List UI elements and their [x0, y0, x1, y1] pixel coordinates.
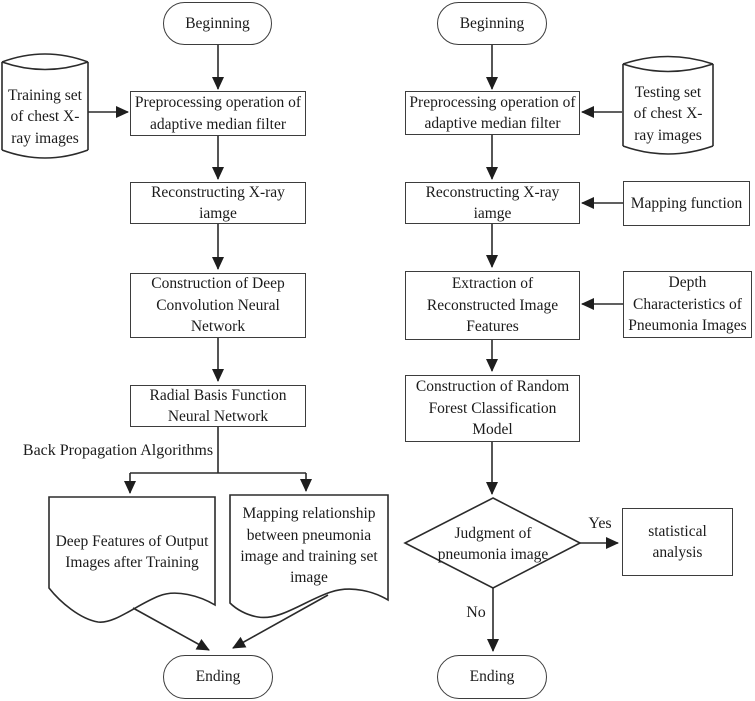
begin-right-terminal: Beginning — [437, 2, 547, 45]
depth-characteristics-box: Depth Characteristics of Pneumonia Image… — [623, 271, 752, 338]
preprocessing-right-box: Preprocessing operation of adaptive medi… — [405, 91, 580, 135]
ending-right-terminal: Ending — [437, 655, 547, 699]
mapping-function-box: Mapping function — [623, 181, 750, 226]
back-propagation-label: Back Propagation Algorithms — [22, 441, 214, 459]
extraction-features-box: Extraction of Reconstructed Image Featur… — [405, 271, 580, 340]
document-deep-features-shape — [48, 496, 216, 623]
yes-branch-label: Yes — [588, 514, 612, 532]
training-set-cylinder — [1, 53, 89, 159]
document-mapping-relationship-shape — [229, 494, 389, 619]
testing-set-cylinder — [622, 55, 714, 155]
no-branch-label: No — [466, 603, 486, 621]
reconstructing-right-box: Reconstructing X-ray iamge — [405, 182, 580, 224]
doc-mapping-relationship-label: Mapping relationship between pneumonia i… — [240, 505, 378, 587]
begin-left-terminal: Beginning — [163, 2, 272, 45]
testing-set-cylinder-label: Testing set of chest X- ray images — [633, 83, 703, 144]
ending-left-terminal: Ending — [163, 655, 273, 699]
doc-deep-features-label: Deep Features of Output Images after Tra… — [55, 532, 209, 571]
judgment-diamond-label: Judgment of pneumonia image — [437, 524, 549, 563]
arrow-doc2-to-ending — [232, 594, 329, 649]
preprocessing-left-box: Preprocessing operation of adaptive medi… — [130, 91, 306, 136]
statistical-analysis-box: statistical analysis — [622, 508, 733, 576]
training-set-cylinder-label: Training set of chest X- ray images — [8, 86, 82, 147]
deep-cnn-box: Construction of Deep Convolution Neural … — [130, 273, 306, 338]
random-forest-box: Construction of Random Forest Classifica… — [405, 375, 580, 442]
reconstructing-left-box: Reconstructing X-ray iamge — [130, 182, 306, 224]
rbf-network-box: Radial Basis Function Neural Network — [130, 385, 306, 427]
arrow-doc1-to-ending — [132, 607, 210, 651]
flow-connectors — [88, 45, 623, 652]
